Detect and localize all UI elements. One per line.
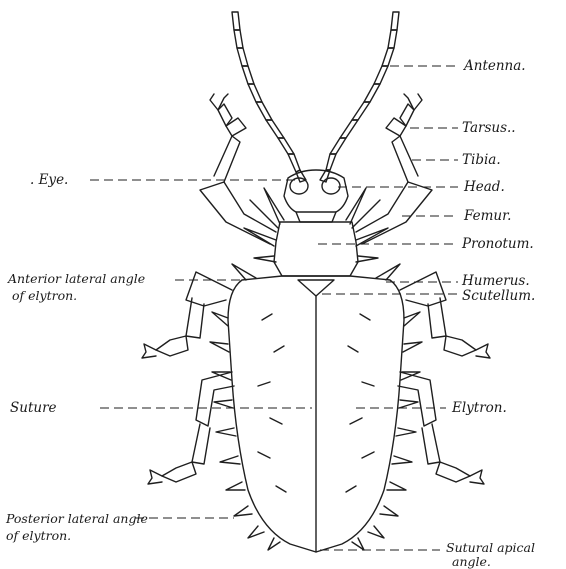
hind-leg-right (398, 372, 484, 484)
label-antenna: Antenna. (462, 58, 526, 74)
front-leg-right (356, 94, 432, 244)
pronotum-spines (244, 188, 388, 262)
pronotum-shape (274, 222, 358, 276)
label-elytron: Elytron. (451, 400, 507, 416)
labels-right: Antenna. Tarsus.. Tibia. Head. Femur. Pr… (446, 58, 535, 569)
label-posterior-angle-line2: of elytron. (6, 528, 71, 543)
label-humerus: Humerus. (461, 273, 530, 289)
beetle-drawing (142, 12, 490, 552)
label-eye: . Eye. (30, 172, 68, 188)
label-suture: Suture (10, 400, 57, 416)
antenna-right (320, 12, 399, 182)
label-pronotum: Pronotum. (461, 236, 534, 252)
label-scutellum: Scutellum. (462, 288, 535, 304)
labels-left: . Eye. Anterior lateral angle of elytron… (5, 172, 148, 543)
label-sutural-apical-line1: Sutural apical (446, 540, 535, 555)
eye-right (322, 178, 340, 194)
label-sutural-apical-line2: angle. (452, 554, 491, 569)
hind-leg-left (148, 372, 234, 484)
label-anterior-angle-line2: of elytron. (12, 288, 77, 303)
label-tibia: Tibia. (462, 152, 501, 168)
label-anterior-angle-line1: Anterior lateral angle (7, 271, 145, 286)
neck (296, 212, 336, 222)
label-head: Head. (463, 179, 505, 195)
label-posterior-angle-line1: Posterior lateral angle (5, 511, 148, 526)
antenna-left (232, 12, 306, 182)
label-femur: Femur. (463, 208, 511, 224)
label-tarsus: Tarsus.. (462, 120, 516, 136)
